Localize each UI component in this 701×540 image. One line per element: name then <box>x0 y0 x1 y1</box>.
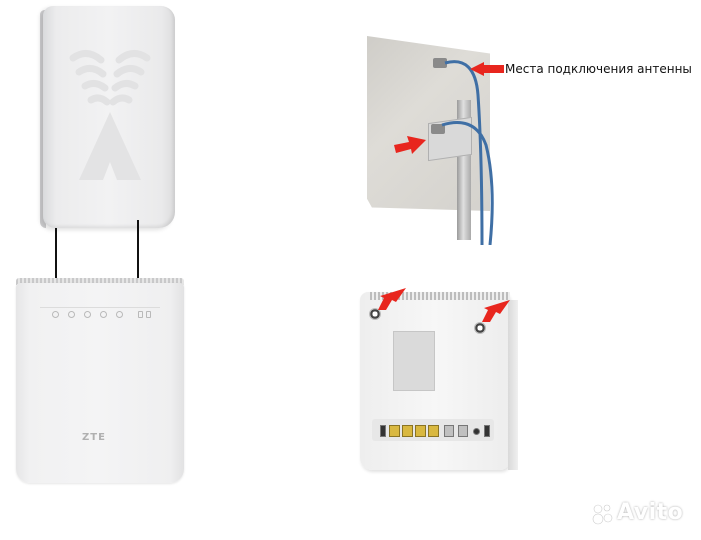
power-led-icon <box>52 311 59 318</box>
wifi-led-icon <box>84 311 91 318</box>
lan-port-1 <box>389 425 400 437</box>
phone-led-icon <box>116 311 123 318</box>
connector-bottom <box>431 124 445 134</box>
phone-port-2 <box>458 425 468 437</box>
network-led-icon <box>68 311 75 318</box>
antenna-logo-icon <box>69 50 151 180</box>
arrow-port-left-icon <box>378 288 406 310</box>
antenna-cable-left <box>55 228 57 278</box>
led-indicator-strip <box>40 307 160 320</box>
sim-compartment <box>393 331 435 391</box>
power-switch <box>484 425 490 437</box>
avito-watermark: Avito <box>617 500 684 525</box>
wps-led-icon <box>100 311 107 318</box>
reset-button <box>380 425 386 437</box>
avito-logo-icon <box>592 504 613 525</box>
lan-port-2 <box>402 425 413 437</box>
arrow-bottom-icon <box>394 136 426 154</box>
phone-port-1 <box>444 425 454 437</box>
connection-caption: Места подключения антенны <box>505 62 692 76</box>
power-jack <box>473 428 480 435</box>
antenna-port-right <box>474 322 486 334</box>
rear-ports <box>372 419 494 441</box>
arrow-port-right-icon <box>482 300 510 322</box>
router-top-vent <box>16 278 184 285</box>
lan-port-3 <box>415 425 426 437</box>
connector-top <box>433 58 447 68</box>
brand-logo: ZTE <box>82 432 106 443</box>
arrow-top-icon <box>470 62 504 76</box>
router-back-vent <box>370 292 510 300</box>
router-side-edge <box>508 300 518 470</box>
blue-cables <box>441 60 494 245</box>
signal-led-icon <box>138 311 143 318</box>
signal-bar-icon <box>146 311 151 318</box>
antenna-port-left <box>369 308 381 320</box>
antenna-cable-right <box>137 220 139 278</box>
lan-port-4 <box>428 425 439 437</box>
